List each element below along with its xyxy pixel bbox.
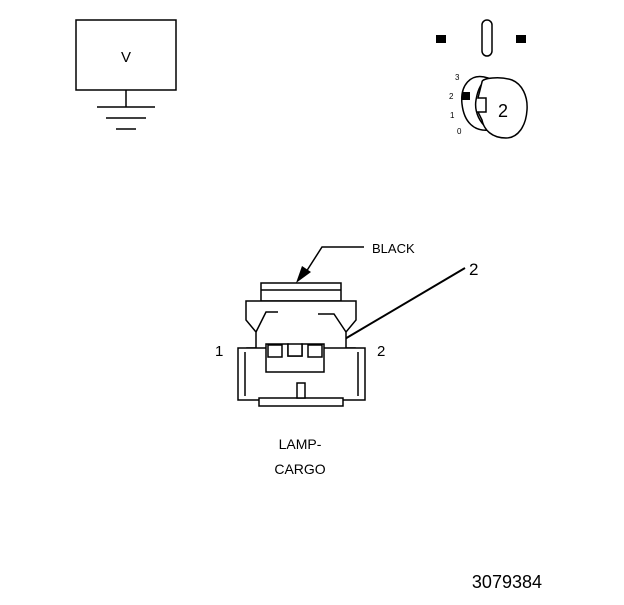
color-arrowhead bbox=[296, 266, 311, 283]
callout-number: 2 bbox=[469, 260, 478, 279]
key-number: 2 bbox=[498, 101, 508, 121]
key-position-1: 1 bbox=[450, 111, 455, 120]
color-leader-line bbox=[305, 246, 364, 273]
connector-key bbox=[287, 343, 303, 357]
color-callout: BLACK bbox=[296, 241, 415, 283]
connector-latch-right bbox=[318, 313, 347, 333]
key-terminal-left bbox=[436, 35, 446, 43]
key-slot bbox=[481, 19, 493, 57]
key-head bbox=[476, 77, 528, 139]
pin-label-2: 2 bbox=[377, 343, 385, 360]
voltmeter-label: V bbox=[121, 49, 131, 66]
connector-top-cap bbox=[260, 282, 342, 302]
key-position-2: 2 bbox=[449, 92, 454, 101]
connector-body bbox=[237, 282, 366, 407]
key-position-0: 0 bbox=[457, 127, 462, 136]
voltmeter-box bbox=[75, 19, 177, 91]
terminal-1 bbox=[267, 344, 283, 358]
key-switch-symbol: 3 2 1 0 2 bbox=[436, 19, 528, 139]
figure-id: 3079384 bbox=[472, 572, 542, 592]
voltmeter-symbol: V bbox=[75, 19, 177, 130]
connector-latch-left bbox=[255, 311, 278, 333]
connector-name-line2: CARGO bbox=[274, 461, 325, 477]
connector-color-label: BLACK bbox=[372, 241, 415, 256]
connector-name-line1: LAMP- bbox=[279, 436, 322, 452]
key-position-3: 3 bbox=[455, 73, 460, 82]
connector-polarization-rib bbox=[296, 382, 306, 399]
terminal-2 bbox=[307, 344, 323, 358]
callout-leader-line bbox=[337, 267, 466, 344]
pin-label-1: 1 bbox=[215, 343, 223, 360]
connector-base bbox=[258, 397, 344, 407]
key-indicator bbox=[462, 92, 470, 100]
key-terminal-right bbox=[516, 35, 526, 43]
